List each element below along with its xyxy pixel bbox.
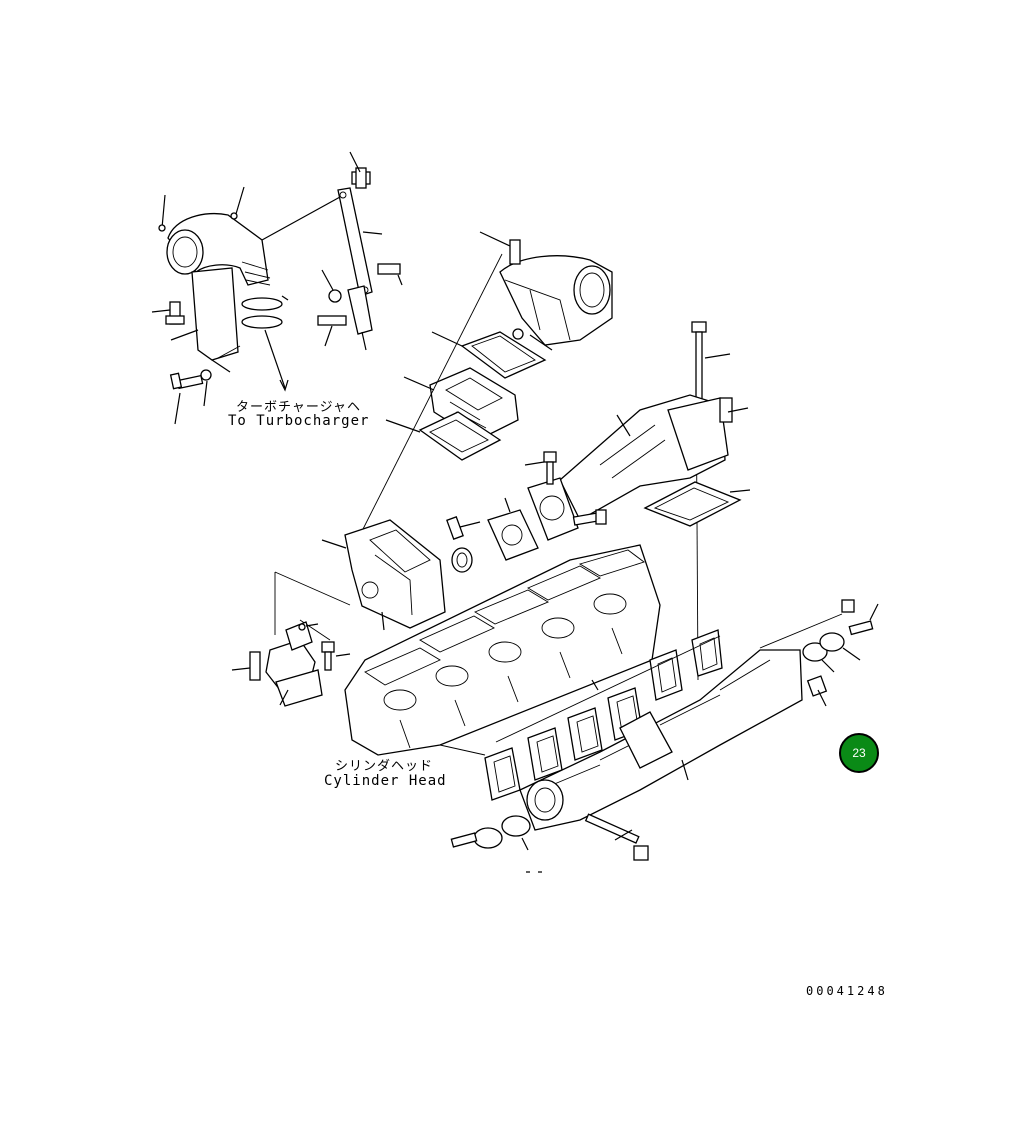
manifold-bolt (584, 813, 649, 861)
exhaust-manifold (519, 649, 803, 831)
bolt-left-lower (169, 369, 212, 425)
cylinder-head-block (344, 544, 661, 756)
inlet-connector-upper (479, 231, 613, 351)
sensor-plug (806, 675, 828, 707)
turbo-label-jp: ターボチャージャヘ (236, 400, 361, 415)
sensor-bracket (231, 571, 351, 707)
cylinder-head-label-jp: シリンダヘッド (335, 759, 434, 774)
callout-badge-number: 23 (852, 746, 866, 760)
gasket-end-right (759, 613, 861, 673)
heat-shield-bracket (170, 267, 241, 373)
bolt-right (841, 599, 879, 636)
long-bolt (691, 321, 731, 403)
turbo-label-en: To Turbocharger (228, 413, 370, 429)
turbo-elbow-pipe (158, 186, 271, 286)
callout-badge[interactable]: 23 (839, 733, 879, 773)
bolt-mid-left (524, 451, 557, 485)
gasket-middle (385, 411, 502, 461)
drawing-code: 00041248 (806, 984, 888, 998)
air-connector-pipe (527, 394, 749, 541)
guide-line-left (359, 253, 503, 536)
gasket-right (643, 481, 751, 527)
cover-plate (487, 497, 539, 561)
gasket-top (431, 331, 547, 379)
connector-small (446, 516, 481, 573)
support-stay (261, 151, 383, 297)
bolt-mid-right (572, 509, 607, 526)
stay-bracket (317, 263, 403, 351)
o-rings (241, 295, 289, 392)
inlet-housing-lower (321, 519, 446, 631)
cylinder-head-label-en: Cylinder Head (324, 773, 447, 789)
bolt-left-upper (151, 301, 185, 325)
manifold-end-cover (450, 815, 542, 873)
